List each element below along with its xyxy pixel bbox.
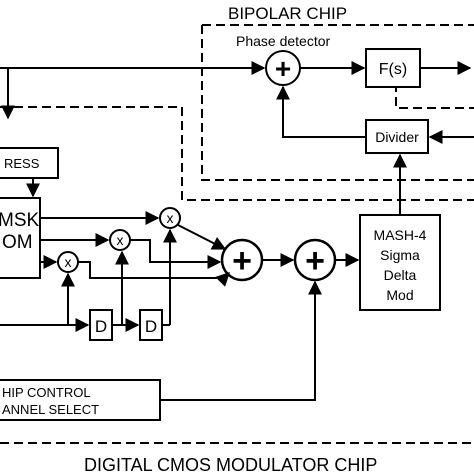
divider-to-pd-wire xyxy=(276,85,366,138)
delay-block-1: D xyxy=(89,309,113,341)
mash-label-line1: MASH-4 xyxy=(374,227,427,243)
loop-filter-block: F(s) xyxy=(365,48,421,88)
mash-modulator-block: MASH-4 Sigma Delta Mod xyxy=(359,214,441,311)
rom-block: MSK OM xyxy=(0,197,41,279)
loop-filter-label: F(s) xyxy=(379,61,407,78)
divider-block: Divider xyxy=(365,119,429,154)
cmos-chip-title: DIGITAL CMOS MODULATOR CHIP xyxy=(84,455,377,474)
multiplier-1-symbol: x xyxy=(167,210,174,226)
summer-1-plus: + xyxy=(232,242,252,280)
divider-label: Divider xyxy=(375,129,419,145)
delay-2-label: D xyxy=(145,317,157,336)
phase-detector-summer: + xyxy=(265,50,301,86)
summer-2: + xyxy=(293,238,337,282)
channel-select-wire xyxy=(160,280,322,401)
rom-label-line2: OM xyxy=(2,232,33,253)
bipolar-chip-title: BIPOLAR CHIP xyxy=(228,4,347,23)
multiplier-2-symbol: x xyxy=(117,232,124,248)
multiplier-1: x xyxy=(159,207,181,229)
mult-2-out-wire xyxy=(130,239,222,269)
multiplier-3: x xyxy=(57,251,79,273)
multiplier-3-symbol: x xyxy=(65,254,72,270)
address-label: RESS xyxy=(4,156,40,171)
mult-1-to-sum-wire xyxy=(177,224,227,250)
control-block: HIP CONTROL ANNEL SELECT xyxy=(0,379,161,421)
delay-block-2: D xyxy=(139,309,163,341)
signal-wires xyxy=(0,61,474,401)
phase-detector-label: Phase detector xyxy=(236,33,331,49)
summer-2-plus: + xyxy=(305,242,325,280)
delay-1-label: D xyxy=(95,317,107,336)
control-label-line2: ANNEL SELECT xyxy=(2,402,99,417)
cmos-chip-boundary xyxy=(0,106,474,444)
rom-label-line1: MSK xyxy=(0,210,40,231)
mult-3-out-wire xyxy=(78,261,230,287)
mash-label-line3: Delta xyxy=(384,267,417,283)
phase-detector-plus: + xyxy=(275,53,291,84)
address-block: RESS xyxy=(0,147,59,179)
multiplier-2: x xyxy=(109,229,131,251)
mash-label-line4: Mod xyxy=(386,287,413,303)
control-label-line1: HIP CONTROL xyxy=(2,385,91,400)
mash-label-line2: Sigma xyxy=(380,247,420,263)
